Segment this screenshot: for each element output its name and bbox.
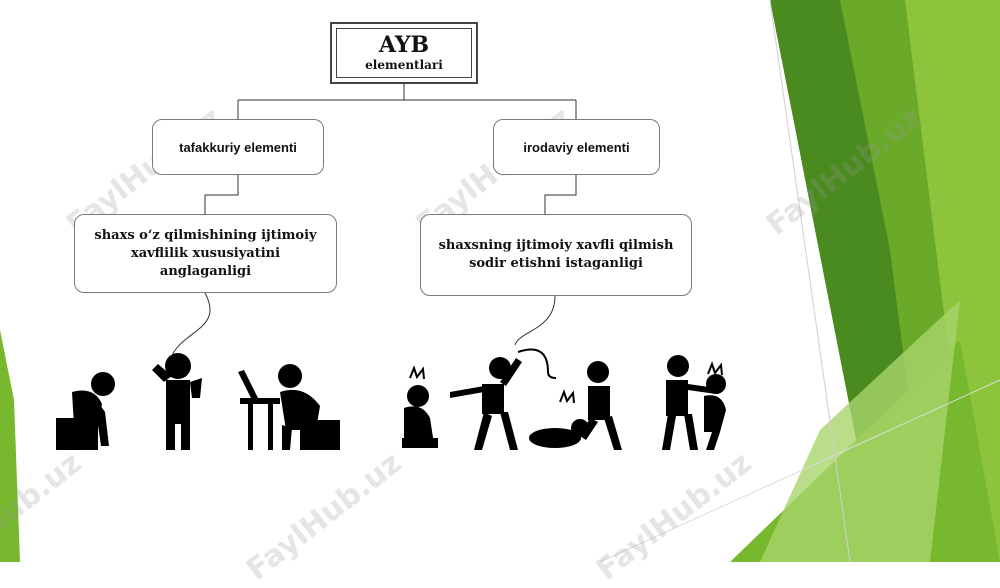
left-element-box: tafakkuriy elementi: [152, 119, 324, 175]
left-element-label: tafakkuriy elementi: [179, 139, 297, 155]
person-pushing-icon: [662, 355, 726, 450]
right-description-text: shaxsning ijtimoiy xavfli qilmish sodir …: [438, 238, 674, 271]
title-inner-border: [336, 28, 472, 78]
right-element-box: irodaviy elementi: [493, 119, 660, 175]
left-description-box: shaxs o‘z qilmishining ijtimoiy xavflili…: [74, 214, 337, 293]
sad-sitting-person-icon: [56, 372, 115, 450]
scared-crouching-person-icon: [402, 365, 438, 448]
person-with-whip-icon: [450, 348, 557, 450]
green-left-edge: [0, 330, 20, 562]
green-triangle-pale: [760, 300, 960, 562]
diagram-graphics: [56, 84, 726, 450]
diagram-subtitle: elementlari: [365, 58, 443, 72]
right-description-box: shaxsning ijtimoiy xavfli qilmish sodir …: [420, 214, 692, 296]
diagram-title-box: AYB elementlari: [330, 22, 478, 84]
slide-background: [0, 0, 1000, 562]
left-description-text: shaxs o‘z qilmishining ijtimoiy xavflili…: [94, 227, 317, 279]
diagram-title: AYB: [378, 32, 430, 58]
person-kicking-icon: [529, 361, 622, 450]
right-element-label: irodaviy elementi: [523, 139, 630, 155]
person-at-laptop-icon: [238, 364, 340, 450]
connector-lines: [169, 84, 577, 361]
green-stripe-light: [905, 0, 1000, 562]
head-holding-person-icon: [152, 353, 202, 450]
